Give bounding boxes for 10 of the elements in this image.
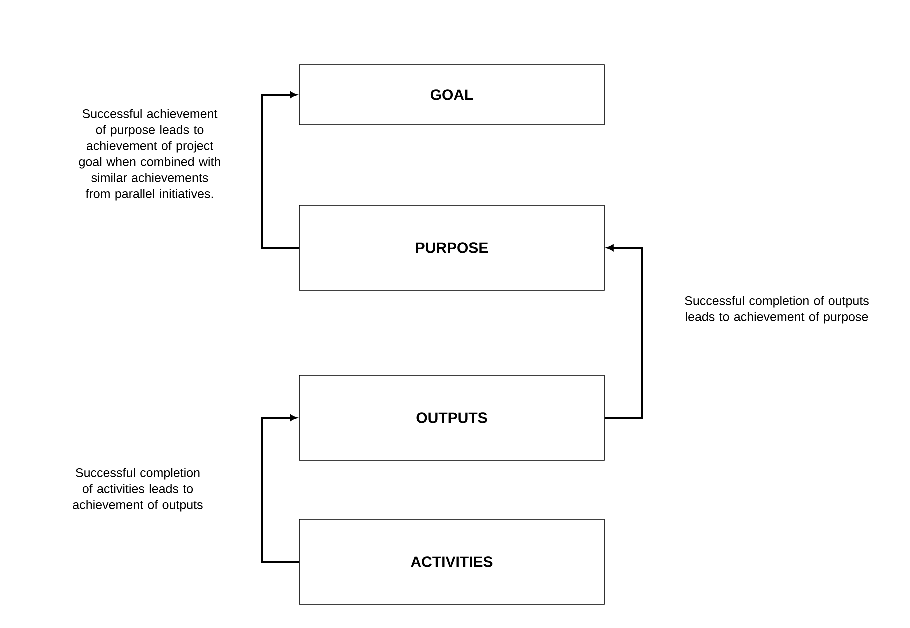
annotation-text: Successful completion of activities leads to achievement of outputs bbox=[73, 468, 203, 512]
annotation-text: Successful achievement of purpose leads to achievement of project goal when combined with similar achievements from parallel initiatives. bbox=[79, 109, 220, 201]
process-box: OUTPUTS bbox=[299, 375, 605, 461]
annotation-text: Successful completion of outputs leads to achievement of purpose bbox=[685, 296, 869, 324]
arrow bbox=[261, 414, 300, 563]
arrow bbox=[604, 244, 643, 419]
arrow bbox=[261, 92, 300, 249]
process-box: GOAL bbox=[299, 64, 605, 126]
process-box: ACTIVITIES bbox=[299, 519, 605, 605]
process-box: PURPOSE bbox=[299, 205, 605, 291]
